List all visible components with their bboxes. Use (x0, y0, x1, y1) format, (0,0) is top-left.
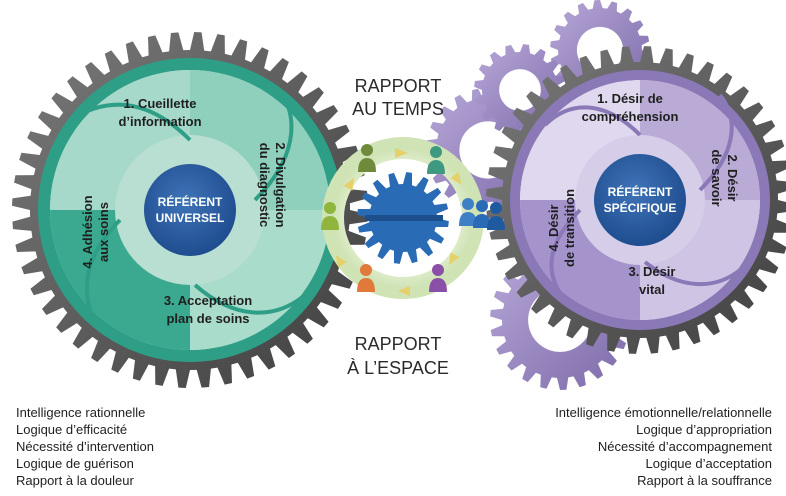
arrow-icon (335, 255, 347, 268)
right-characteristics-list: Intelligence émotionnelle/relationnelle … (555, 404, 772, 489)
center-top-line2: AU TEMPS (352, 99, 444, 119)
person-icon (429, 264, 447, 292)
center-cycle (321, 137, 505, 299)
background-gear-hole (459, 121, 517, 179)
left-list-item: Rapport à la douleur (16, 473, 134, 488)
left-segment-4 (50, 210, 190, 350)
left-segment2-line2: du diagnostic (257, 143, 272, 228)
right-segment4-line2: de transition (562, 189, 577, 267)
left-segment3-line2: plan de soins (166, 311, 249, 326)
center-bottom-line1: RAPPORT (355, 334, 442, 354)
left-center-disc (144, 164, 236, 256)
arrow-icon (395, 148, 408, 158)
left-list-item: Logique d’efficacité (16, 422, 128, 437)
center-top-line1: RAPPORT (355, 76, 442, 96)
center-bottom-line2: À L’ESPACE (347, 358, 449, 378)
left-list-item: Nécessité d’intervention (16, 439, 155, 454)
arrow-icon (449, 252, 460, 266)
person-icon (321, 202, 339, 230)
right-center-line1: RÉFÉRENT (608, 184, 673, 199)
right-list-item: Logique d’appropriation (636, 422, 772, 437)
left-list-item: Logique de guérison (16, 456, 134, 471)
left-gear: RÉFÉRENT UNIVERSEL 1. Cueillette d’infor… (12, 32, 368, 388)
right-center-disc (594, 154, 686, 246)
right-segment-4 (520, 200, 640, 320)
right-segment1-line1: 1. Désir de (597, 91, 663, 106)
person-group-icon (459, 198, 505, 230)
left-segment-1 (50, 70, 190, 210)
right-segment3-line2: vital (639, 282, 665, 297)
right-gear: RÉFÉRENT SPÉCIFIQUE 1. Désir de compréhe… (486, 46, 786, 354)
right-list-item: Nécessité d’accompagnement (597, 439, 772, 454)
person-icon (427, 146, 445, 174)
right-segment2-line1: 2. Désir (725, 155, 740, 202)
right-segment-2 (640, 80, 760, 200)
right-list-item: Intelligence émotionnelle/relationnelle (555, 405, 772, 420)
arrow-icon (343, 177, 354, 191)
left-characteristics-list: Intelligence rationnelle Logique d’effic… (16, 404, 154, 489)
right-center-line2: SPÉCIFIQUE (604, 200, 677, 215)
left-segment4-line2: aux soins (96, 202, 111, 262)
left-center-line2: UNIVERSEL (156, 211, 225, 225)
right-segment1-line2: compréhension (582, 109, 679, 124)
right-segment-1 (520, 80, 640, 200)
person-icon (358, 144, 376, 172)
arrow-icon (398, 286, 410, 296)
center-gear-bar (365, 215, 443, 221)
left-segment-3 (190, 210, 330, 350)
left-segment2-line1: 2. Divulgation (273, 142, 288, 227)
right-segment3-line1: 3. Désir (629, 264, 676, 279)
left-segment1-line1: 1. Cueillette (124, 96, 197, 111)
right-segment-3 (640, 200, 760, 320)
left-segment4-line1: 4. Adhésion (80, 195, 95, 268)
right-segment4-line1: 4. Désir (546, 205, 561, 252)
right-list-item: Rapport à la souffrance (637, 473, 772, 488)
person-icon (357, 264, 375, 292)
left-list-item: Intelligence rationnelle (16, 405, 146, 420)
right-segment2-line2: de savoir (709, 149, 724, 206)
arrow-icon (450, 172, 462, 185)
left-segment1-line2: d’information (118, 114, 201, 129)
left-center-line1: RÉFÉRENT (158, 194, 223, 209)
left-segment-2 (190, 70, 330, 210)
left-segment3-line1: 3. Acceptation (164, 293, 252, 308)
right-list-item: Logique d’acceptation (645, 456, 773, 471)
